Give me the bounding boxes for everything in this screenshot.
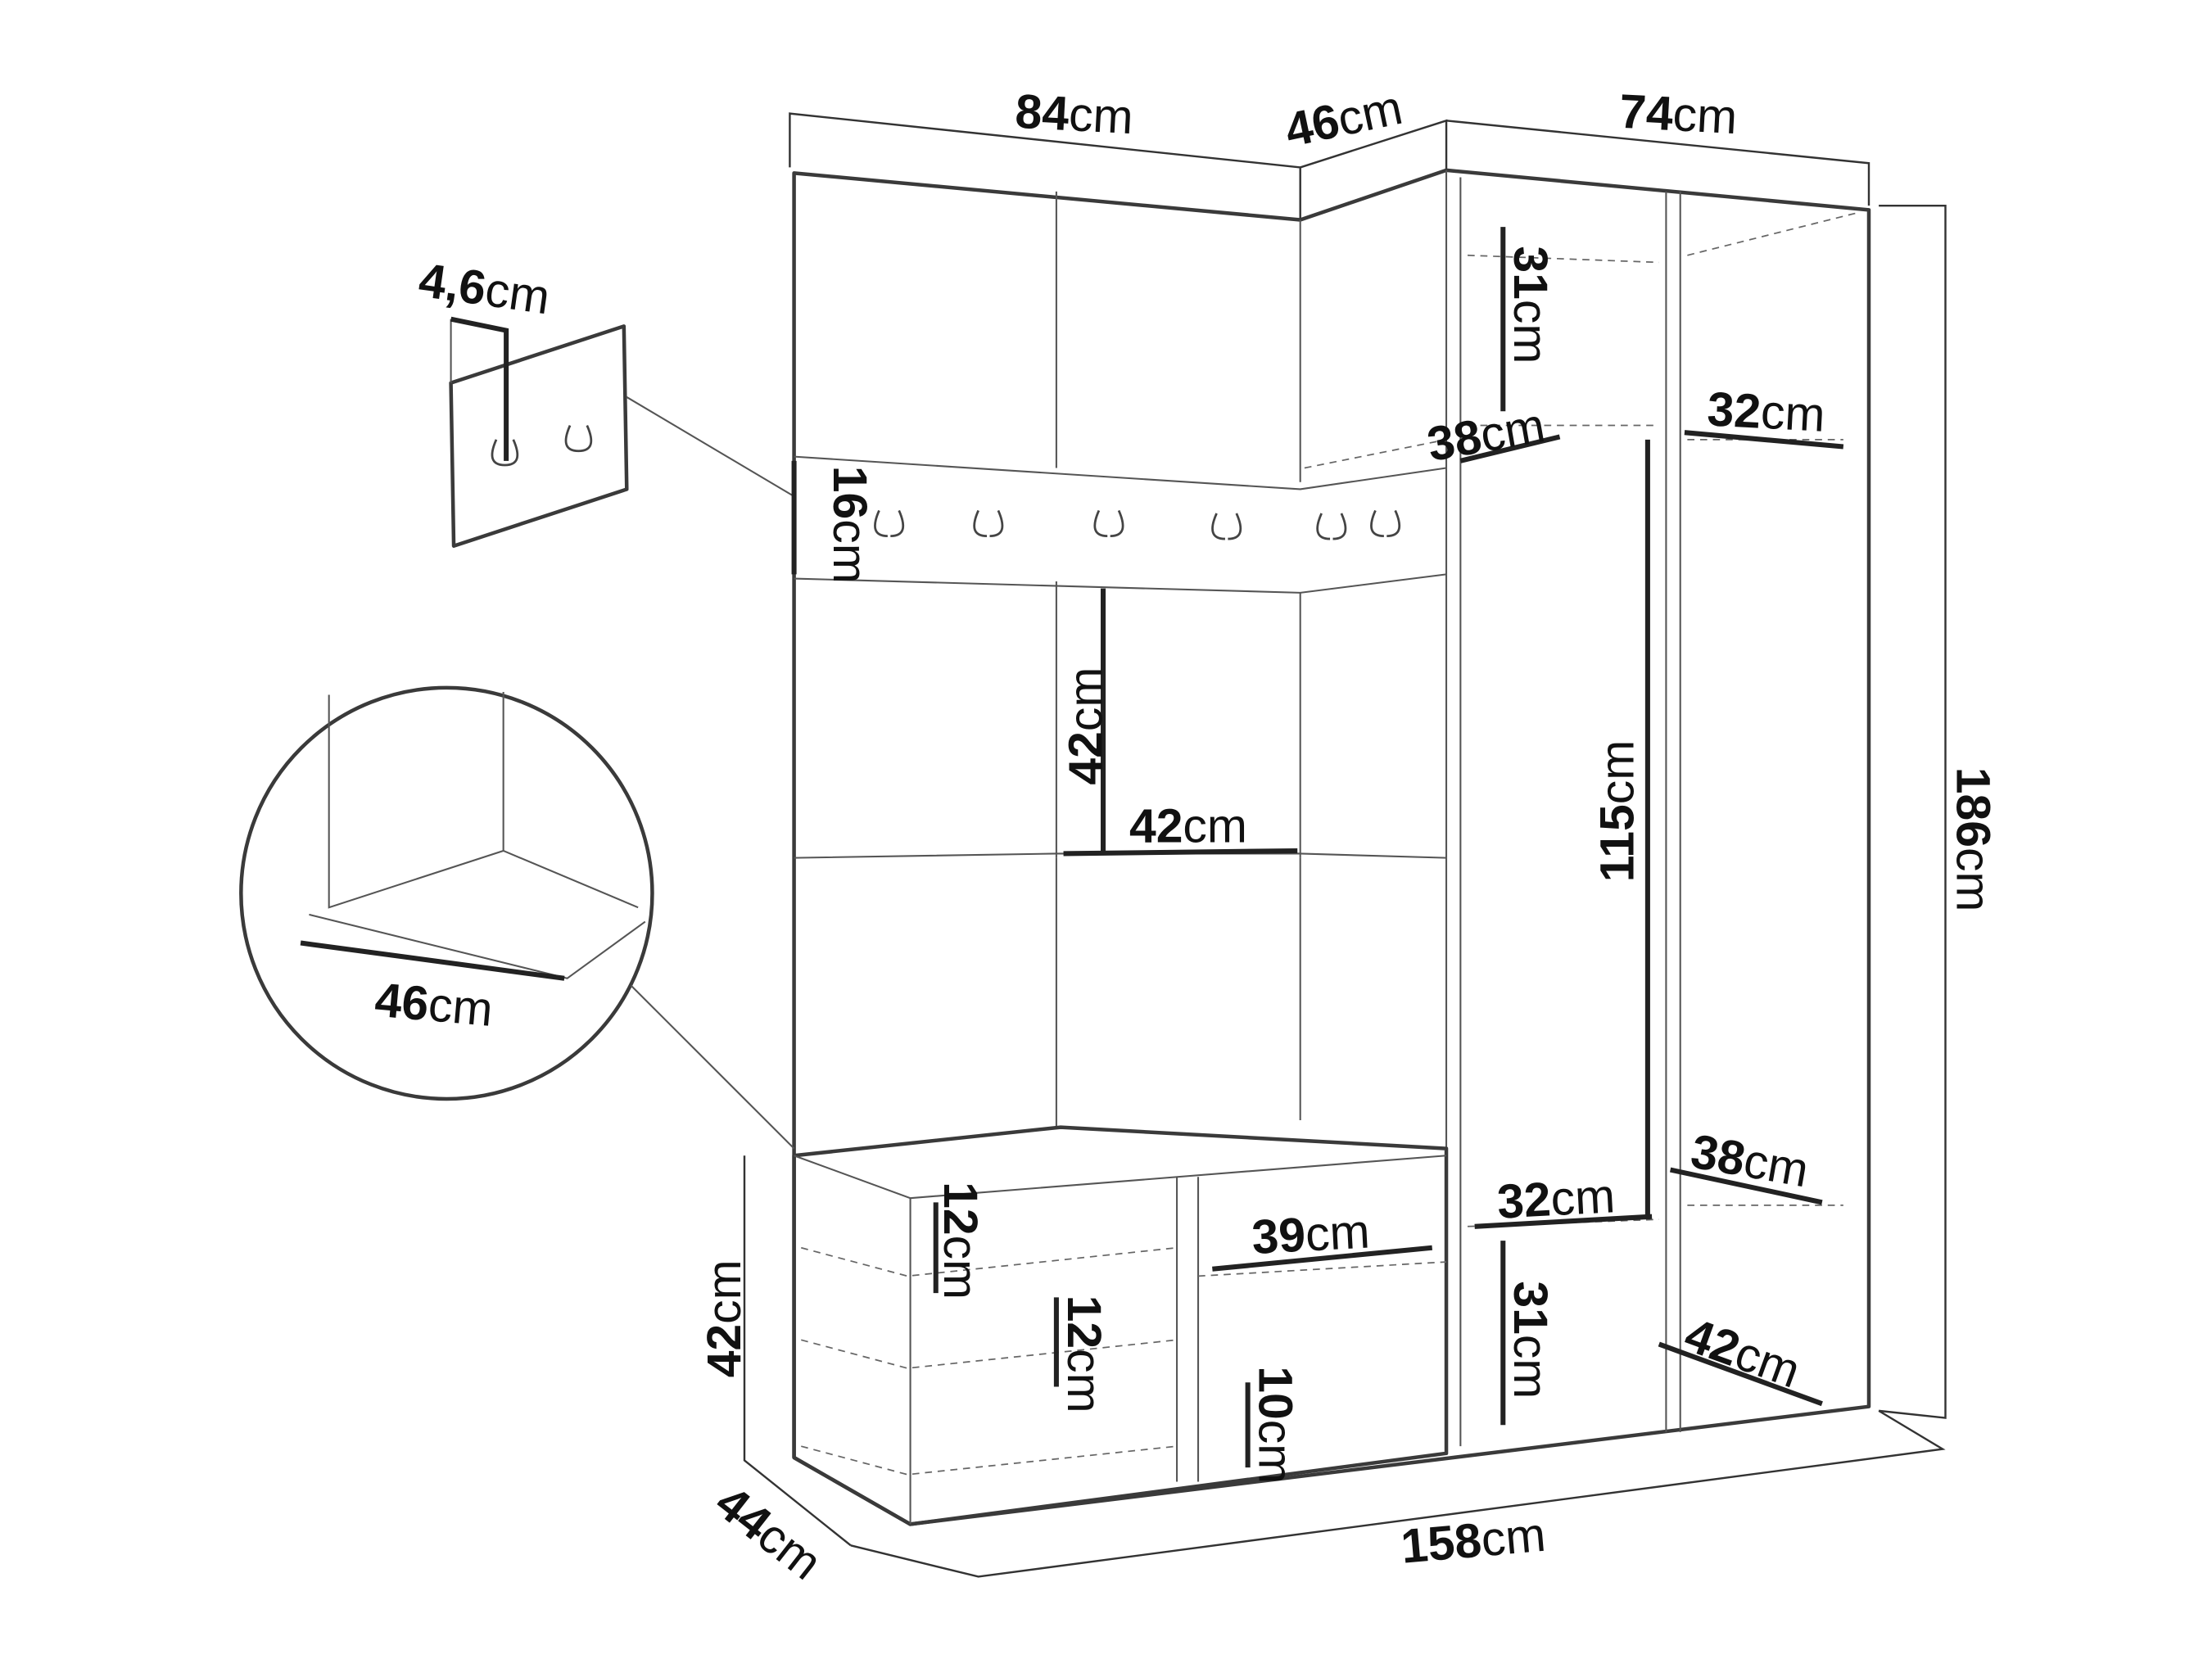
- label-top-right-width: 74cm: [1618, 85, 1739, 144]
- label-bench-shelf-width: 39cm: [1251, 1205, 1371, 1264]
- label-panel-width: 42cm: [1129, 800, 1247, 853]
- label-total-width: 158cm: [1399, 1508, 1548, 1574]
- label-panel-height: 42cm: [1059, 667, 1112, 785]
- measurement-markers: [791, 227, 1844, 1468]
- label-hook-panel-depth: 4,6cm: [416, 254, 554, 325]
- label-bench-depth: 44cm: [706, 1476, 831, 1590]
- label-top-shelf-height: 31cm: [1504, 246, 1557, 364]
- label-seat-cushion-width: 46cm: [373, 974, 495, 1037]
- label-top-corner-width: 46cm: [1281, 81, 1407, 158]
- label-top-shelf-depth: 38cm: [1423, 399, 1549, 472]
- label-total-height: 186cm: [1946, 767, 1999, 912]
- label-wardrobe-shelf-depth: 32cm: [1495, 1169, 1616, 1228]
- label-bench-inner-height: 12cm: [1057, 1295, 1111, 1413]
- top-dimension-lines: [743, 112, 1947, 1578]
- label-wardrobe-inner-height: 115cm: [1591, 740, 1644, 882]
- label-right-bottom-depth: 42cm: [1678, 1308, 1807, 1398]
- label-bench-drawer-height: 12cm: [934, 1182, 987, 1300]
- coat-hooks: [874, 509, 1401, 540]
- label-bench-bottom-height: 10cm: [1248, 1366, 1301, 1484]
- seat-detail-circle: [239, 685, 795, 1150]
- label-hook-rail-height: 16cm: [823, 466, 876, 584]
- label-top-left-width: 84cm: [1014, 85, 1134, 144]
- dimension-labels: 84cm 46cm 74cm 4,6cm 16cm 31cm 38cm 32cm…: [373, 81, 1999, 1590]
- label-wardrobe-bottom-height: 31cm: [1504, 1281, 1557, 1399]
- label-bench-height: 42cm: [698, 1259, 751, 1377]
- label-right-lower-shelf-depth: 38cm: [1687, 1124, 1812, 1197]
- hook-panel-detail: [449, 316, 795, 548]
- label-right-top-shelf-depth: 32cm: [1706, 382, 1826, 441]
